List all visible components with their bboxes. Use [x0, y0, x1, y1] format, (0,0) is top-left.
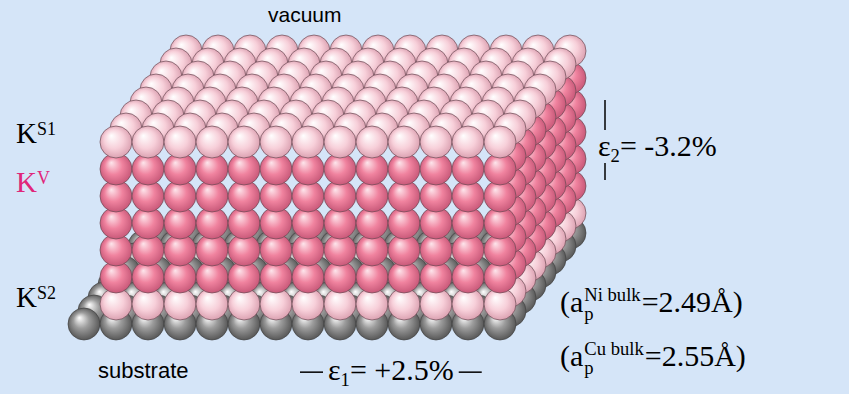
- substrate-atom: [68, 308, 100, 340]
- superscript: S2: [37, 283, 56, 303]
- film-atom: [228, 126, 260, 158]
- film-atom: [164, 126, 196, 158]
- film-atom: [484, 126, 516, 158]
- label-text: K: [16, 117, 37, 149]
- region-label: vacuum: [268, 2, 342, 27]
- subscript: 1: [341, 369, 350, 390]
- film-atoms: [100, 35, 586, 320]
- label-text: K: [16, 166, 37, 198]
- lattice-constant: (aNi bulkp=2.49Å): [560, 284, 743, 323]
- label-text: = -3.2%: [620, 129, 717, 162]
- superscript: Ni bulk: [584, 286, 640, 305]
- film-atom: [324, 126, 356, 158]
- subscript: p: [584, 359, 643, 378]
- label-text: =2.49Å): [642, 285, 743, 318]
- dimension-tick: [604, 100, 606, 130]
- strain-label: ε2= -3.2%: [598, 128, 717, 164]
- label-text: vacuum: [268, 3, 342, 26]
- layer-label: KV: [16, 165, 50, 200]
- label-text: substrate: [98, 358, 189, 383]
- label-text: =2.55Å): [645, 339, 746, 372]
- film-atom: [132, 126, 164, 158]
- subscript: 2: [611, 145, 620, 166]
- film-atom: [356, 126, 388, 158]
- label-text: K: [16, 281, 37, 313]
- label-text: ε: [598, 129, 611, 162]
- film-atom: [388, 126, 420, 158]
- superscript: V: [37, 168, 50, 188]
- layer-label: KS2: [16, 280, 56, 315]
- subscript: p: [584, 305, 640, 324]
- film-atom: [260, 126, 292, 158]
- label-text: = +2.5%: [350, 353, 454, 386]
- film-atom: [420, 126, 452, 158]
- film-atom: [196, 126, 228, 158]
- dimension-dash: [300, 371, 323, 373]
- lattice-constant: (aCu bulkp=2.55Å): [560, 338, 746, 377]
- region-label: substrate: [98, 358, 189, 384]
- film-atom: [452, 126, 484, 158]
- dimension-tick: [604, 163, 606, 180]
- strain-label: ε1= +2.5%: [328, 352, 454, 388]
- label-text: (a: [560, 339, 583, 372]
- superscript: Cu bulk: [584, 340, 643, 359]
- dimension-dash: [459, 371, 482, 373]
- layer-label: KS1: [16, 116, 56, 151]
- index-stack: Cu bulkp: [584, 340, 643, 377]
- label-text: (a: [560, 285, 583, 318]
- film-atom: [100, 126, 132, 158]
- label-text: ε: [328, 353, 341, 386]
- index-stack: Ni bulkp: [584, 286, 640, 323]
- superscript: S1: [37, 119, 56, 139]
- film-atom: [292, 126, 324, 158]
